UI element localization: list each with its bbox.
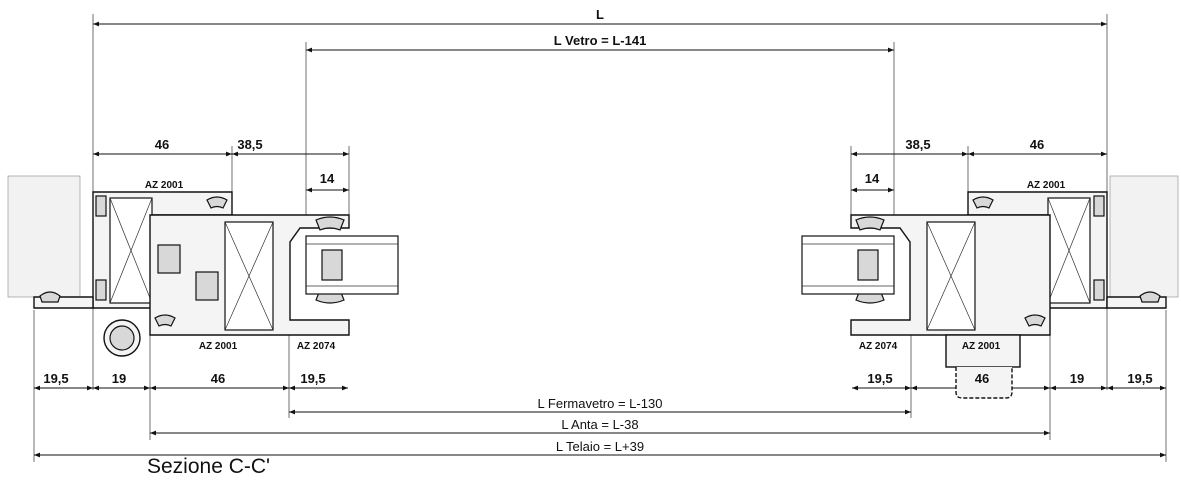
code-left-frame-top: AZ 2001 [145, 180, 184, 191]
dim-bead: L Fermavetro = L-130 [538, 396, 663, 411]
dim-glass: L Vetro = L-141 [554, 33, 647, 48]
dim-bottom-left-19: 19 [112, 371, 126, 386]
code-right-bead: AZ 2074 [859, 341, 898, 352]
dim-bottom-left-19-5-b: 19,5 [300, 371, 325, 386]
dim-right-14: 14 [865, 171, 880, 186]
dim-bottom-left-19-5: 19,5 [43, 371, 68, 386]
dim-right-38-5: 38,5 [905, 137, 930, 152]
right-profile-assembly [801, 191, 1167, 336]
dim-bottom-right-19: 19 [1070, 371, 1084, 386]
dim-left-46-top: 46 [155, 137, 169, 152]
dimension-lines [34, 21, 1166, 458]
dim-bottom-left-46: 46 [211, 371, 225, 386]
left-profile-assembly [33, 191, 350, 357]
wall-left [7, 175, 81, 298]
wall-right [1109, 175, 1179, 298]
dim-left-14: 14 [320, 171, 335, 186]
code-left-bead: AZ 2074 [297, 341, 336, 352]
dim-frame: L Telaio = L+39 [556, 439, 644, 454]
dim-sash: L Anta = L-38 [561, 417, 638, 432]
dim-overall: L [596, 7, 604, 22]
extension-lines [33, 14, 1167, 462]
code-right-frame-top: AZ 2001 [1027, 180, 1066, 191]
dim-bottom-right-46: 46 [975, 371, 989, 386]
dim-right-46-top: 46 [1030, 137, 1044, 152]
dim-bottom-right-19-5-b: 19,5 [867, 371, 892, 386]
code-right-sash-bottom: AZ 2001 [962, 341, 1001, 352]
code-left-sash-bottom: AZ 2001 [199, 341, 238, 352]
section-title: Sezione C-C' [147, 455, 271, 478]
left-glass-unit [305, 235, 399, 295]
right-handle [945, 334, 1021, 399]
dim-left-38-5: 38,5 [237, 137, 262, 152]
dim-bottom-right-19-5: 19,5 [1127, 371, 1152, 386]
